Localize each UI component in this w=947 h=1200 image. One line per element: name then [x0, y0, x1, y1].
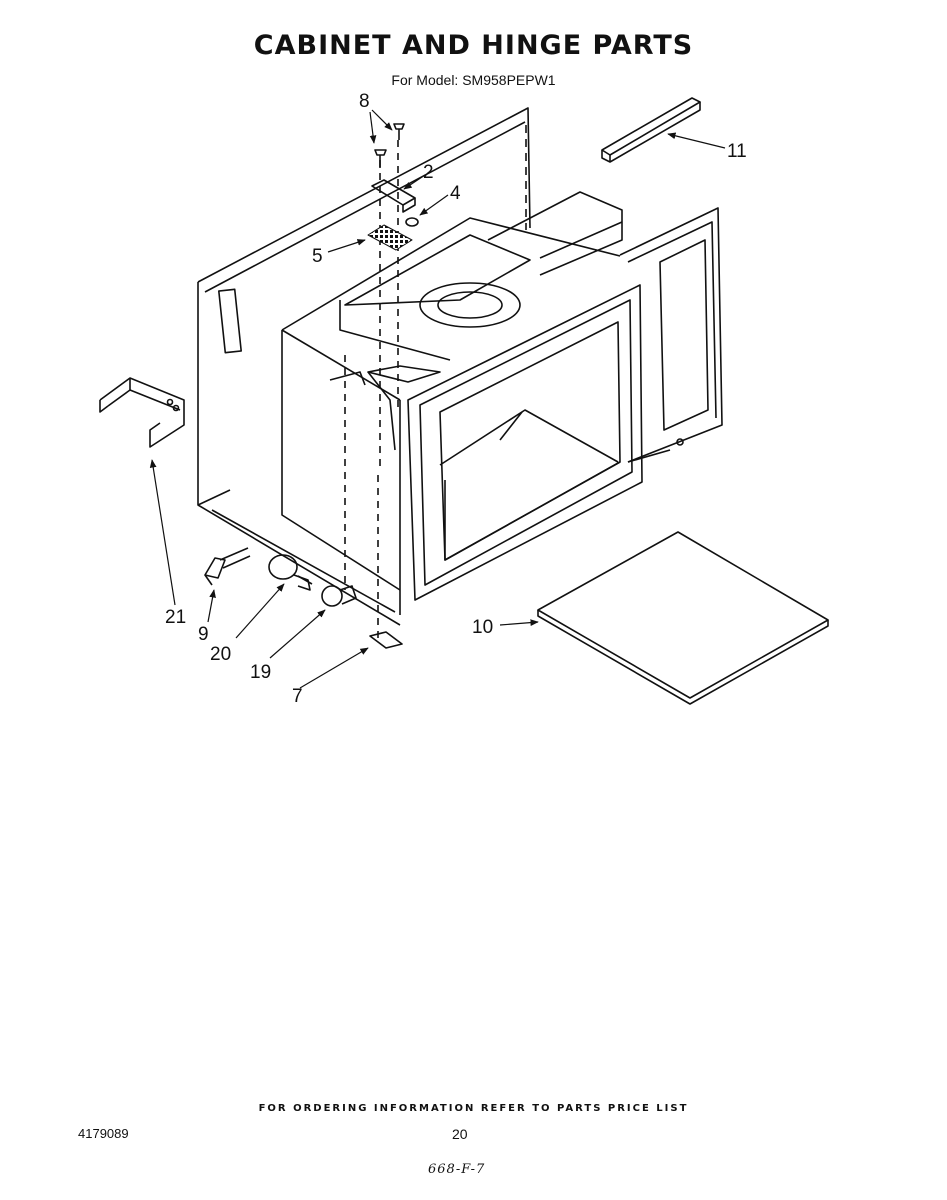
callout-leaders [149, 109, 726, 689]
document-number: 4179089 [78, 1126, 129, 1141]
callout-4: 4 [450, 183, 461, 204]
callout-19: 19 [250, 662, 271, 683]
right-side-panel [619, 207, 723, 463]
lamp-socket-part-19 [321, 585, 357, 607]
callout-5: 5 [312, 246, 323, 267]
model-subtitle: For Model: SM958PEPW1 [391, 72, 556, 88]
callout-8: 8 [359, 91, 370, 112]
pin-part-9 [204, 547, 251, 586]
ordering-note: FOR ORDERING INFORMATION REFER TO PARTS … [258, 1103, 689, 1114]
assembly-lines [344, 140, 399, 640]
callout-2: 2 [423, 162, 434, 183]
bracket-part-21 [99, 377, 185, 448]
grill-part-5 [367, 224, 413, 251]
washer-part-4 [405, 217, 419, 227]
bottom-panel-part-10 [537, 531, 829, 705]
page-number: 20 [452, 1126, 468, 1142]
top-rail-part-11 [601, 97, 701, 163]
callout-7: 7 [292, 686, 303, 707]
hinge-bracket [329, 365, 441, 451]
cabinet-wrapper [197, 107, 531, 626]
callout-20: 20 [210, 644, 231, 665]
front-frame [407, 284, 643, 601]
page-title: CABINET AND HINGE PARTS [253, 30, 694, 61]
lamp-part-20 [268, 554, 313, 591]
handwritten-note: 668-F-7 [428, 1162, 486, 1177]
plate-part-7 [369, 631, 403, 649]
callout-21: 21 [165, 607, 186, 628]
oven-cavity [281, 191, 623, 615]
callout-10: 10 [472, 617, 493, 638]
callout-11: 11 [727, 141, 747, 162]
hinge-plate-part-2 [371, 179, 416, 213]
callout-9: 9 [198, 624, 209, 645]
screws-part-8 [374, 123, 405, 168]
